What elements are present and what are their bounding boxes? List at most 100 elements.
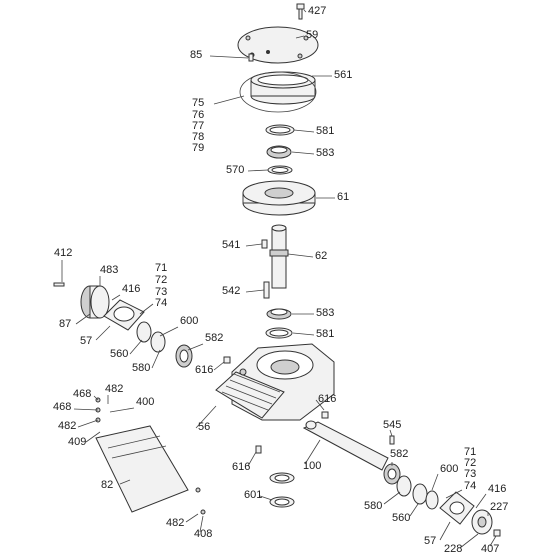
callout-label: 76 xyxy=(192,109,204,121)
leader-line xyxy=(245,243,263,247)
gasket-75 xyxy=(239,71,317,113)
shim-560-right xyxy=(412,483,428,505)
callout-label: 482 xyxy=(166,517,184,529)
callout-label: 581 xyxy=(316,125,334,137)
leader-line xyxy=(111,294,121,301)
leader-line xyxy=(85,431,101,443)
leader-line xyxy=(293,129,315,133)
callout-label: 542 xyxy=(222,285,240,297)
leader-line xyxy=(247,169,269,172)
callout-label: 616 xyxy=(195,364,213,376)
shaft-guard-82 xyxy=(95,425,189,513)
leader-line xyxy=(159,326,179,337)
callout-label: 582 xyxy=(205,332,223,344)
callout-label: 73 xyxy=(155,286,167,298)
callout-label: 581 xyxy=(316,328,334,340)
callout-label: 77 xyxy=(192,120,204,132)
washer-570 xyxy=(267,165,293,175)
callout-label: 407 xyxy=(481,543,499,555)
leader-line xyxy=(75,313,91,325)
bolt-412 xyxy=(53,282,65,287)
plug-616-c xyxy=(255,445,262,454)
callout-label: 570 xyxy=(226,164,244,176)
callout-label: 74 xyxy=(464,480,476,492)
callout-label: 56 xyxy=(198,421,210,433)
leader-line xyxy=(245,289,265,293)
bearing-582-left xyxy=(175,344,193,368)
seal-ring-581-top xyxy=(265,124,295,136)
callout-label: 561 xyxy=(334,69,352,81)
callout-label: 468 xyxy=(73,388,91,400)
seal-600-right xyxy=(425,490,439,510)
callout-label: 483 xyxy=(100,264,118,276)
leader-line xyxy=(247,451,257,467)
leader-line xyxy=(195,405,217,429)
key-541 xyxy=(261,239,268,249)
washer-601 xyxy=(269,472,295,508)
screw-85 xyxy=(248,53,254,62)
callout-label: 228 xyxy=(444,543,462,555)
callout-label: 227 xyxy=(490,501,508,513)
callout-label: 400 xyxy=(136,396,154,408)
callout-label: 601 xyxy=(244,489,262,501)
callout-label: 580 xyxy=(364,500,382,512)
leader-line xyxy=(93,395,99,401)
leader-line xyxy=(213,361,225,371)
callout-label: 82 xyxy=(101,479,113,491)
leader-line xyxy=(119,479,131,485)
leader-line xyxy=(185,513,199,523)
key-542 xyxy=(263,281,270,299)
callout-label: 468 xyxy=(53,401,71,413)
leader-line xyxy=(259,495,273,501)
input-shaft-100 xyxy=(302,420,389,471)
leader-line xyxy=(213,95,245,105)
gear-wheel-61 xyxy=(242,180,316,216)
callout-label: 583 xyxy=(316,307,334,319)
callout-label: 71 xyxy=(155,262,167,274)
leader-line xyxy=(95,325,111,341)
callout-label: 100 xyxy=(303,460,321,472)
callout-label: 616 xyxy=(232,461,250,473)
callout-label: 57 xyxy=(80,335,92,347)
callout-label: 409 xyxy=(68,436,86,448)
callout-label: 560 xyxy=(110,348,128,360)
leader-line xyxy=(439,521,451,541)
leader-line xyxy=(489,535,497,547)
callout-label: 408 xyxy=(194,528,212,540)
callout-label: 85 xyxy=(190,49,202,61)
leader-line xyxy=(209,55,249,59)
callout-label: 560 xyxy=(392,512,410,524)
bolt-407 xyxy=(493,529,501,537)
key-545 xyxy=(389,435,395,445)
callout-label: 62 xyxy=(315,250,327,262)
shaft-62 xyxy=(269,224,289,289)
plug-616-b xyxy=(321,411,329,419)
leader-line xyxy=(295,35,305,39)
callout-label: 427 xyxy=(308,5,326,17)
end-cap-87 xyxy=(80,285,110,319)
callout-label: 61 xyxy=(337,191,349,203)
callout-label: 600 xyxy=(180,315,198,327)
leader-line xyxy=(129,339,143,355)
callout-label: 78 xyxy=(192,131,204,143)
leader-line xyxy=(199,515,204,533)
leader-line xyxy=(139,303,154,315)
leader-line xyxy=(383,491,401,505)
leader-line xyxy=(109,407,135,413)
callout-label: 79 xyxy=(192,142,204,154)
bearing-cover-57-left xyxy=(103,299,145,331)
callout-label: 87 xyxy=(59,318,71,330)
leader-line xyxy=(409,503,419,517)
leader-line xyxy=(291,151,315,155)
leader-line xyxy=(287,253,314,258)
leader-line xyxy=(151,349,161,369)
bearing-582-right xyxy=(383,463,401,485)
bearing-580-right xyxy=(396,475,412,497)
callout-label: 416 xyxy=(488,483,506,495)
callout-label: 545 xyxy=(383,419,401,431)
leader-line xyxy=(303,9,307,13)
callout-label: 72 xyxy=(155,274,167,286)
callout-label: 541 xyxy=(222,239,240,251)
